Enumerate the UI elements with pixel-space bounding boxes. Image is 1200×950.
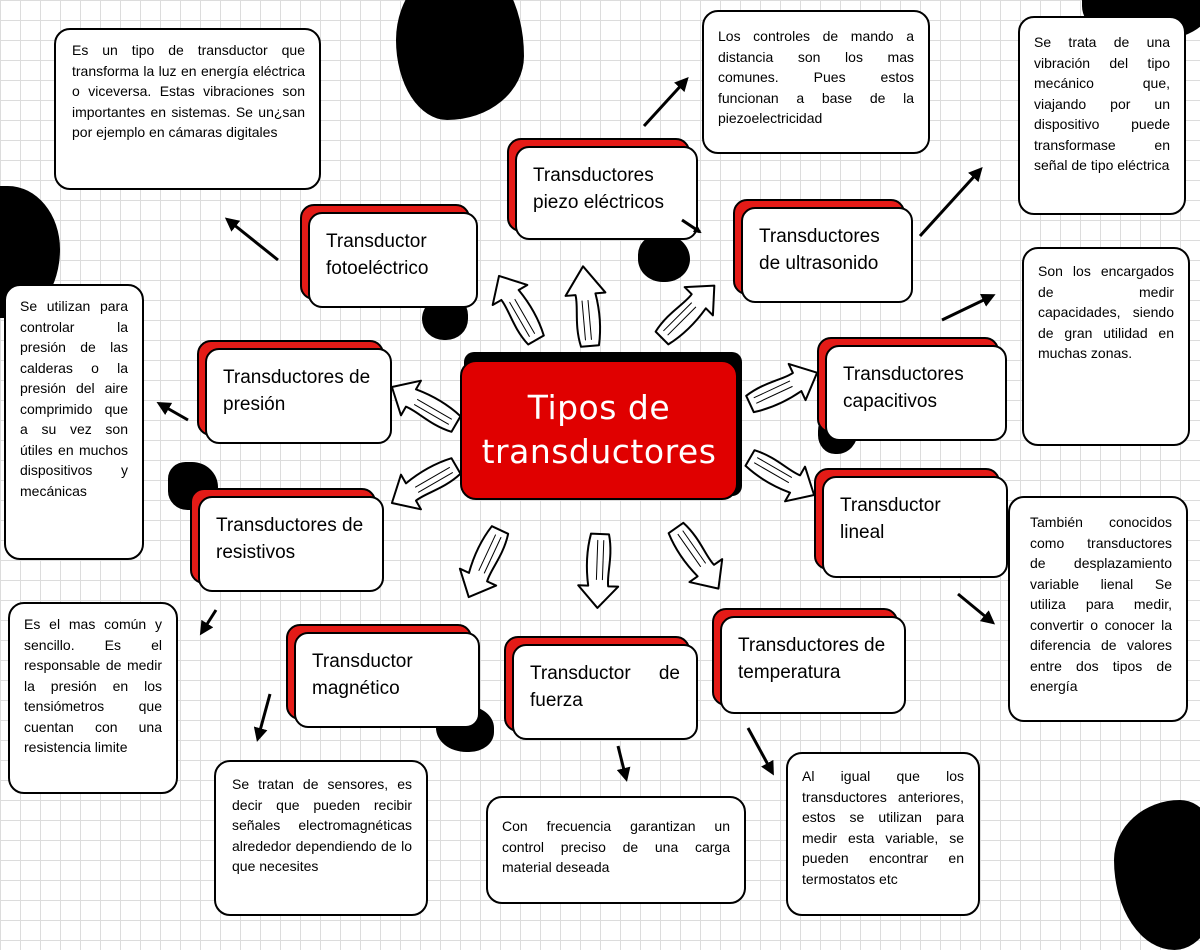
node-label: Transductores de ultrasonido	[741, 207, 913, 303]
curved-arrow-icon	[654, 284, 716, 346]
node-label: Transductor de fuerza	[512, 644, 698, 740]
arrow-capacitivos-desc	[941, 294, 996, 322]
central-topic: Tipos de transductores	[460, 352, 742, 500]
arrows-layer	[156, 77, 996, 782]
node-fotoelectrico: Transductor fotoeléctrico	[300, 204, 478, 308]
arrow-lineal-desc	[957, 592, 996, 625]
node-capacitivos: Transductores capacitivos	[817, 337, 1007, 441]
desc-magnetico: Se tratan de sensores, es decir que pued…	[214, 760, 428, 916]
arrow-magnetico-desc	[253, 693, 272, 742]
arrow-ultrasonido-desc	[918, 167, 983, 238]
node-label: Transductor fotoeléctrico	[308, 212, 478, 308]
curved-arrow-icon	[667, 521, 724, 590]
node-magnetico: Transductor magnético	[286, 624, 480, 728]
arrow-presion-desc	[156, 402, 189, 422]
desc-capacitivos: Son los encargados de medir capacidades,…	[1022, 247, 1190, 446]
node-label: Transductores de presión	[205, 348, 392, 444]
curved-arrow-icon	[744, 449, 816, 503]
arrow-piezo-desc	[642, 77, 689, 128]
node-label: Transductores de resistivos	[198, 496, 384, 592]
curved-arrow-icon	[390, 379, 462, 433]
curved-arrow-icon	[564, 265, 607, 348]
spot-top-center	[396, 0, 524, 120]
node-lineal: Transductor lineal	[814, 468, 1008, 578]
curved-arrow-icon	[577, 532, 620, 609]
curved-arrow-icon	[390, 457, 462, 511]
arrow-resistivos-desc	[199, 609, 218, 636]
arrow-fotoelectrico-desc	[224, 217, 279, 262]
desc-fotoelectrico: Es un tipo de transductor que transforma…	[54, 28, 321, 190]
desc-lineal: También conocidos como transductores de …	[1008, 496, 1188, 722]
desc-temperatura: Al igual que los transductores anteriore…	[786, 752, 980, 916]
node-label: Transductores capacitivos	[825, 345, 1007, 441]
curved-arrow-icon	[491, 274, 545, 346]
desc-fuerza: Con frecuencia garantizan un control pre…	[486, 796, 746, 904]
node-label: Transductor lineal	[822, 476, 1008, 578]
curved-arrow-icon	[458, 525, 510, 599]
arrow-temperatura-desc	[746, 727, 774, 776]
node-ultrasonido: Transductores de ultrasonido	[733, 199, 913, 303]
desc-resistivos: Es el mas común y sencillo. Es el respon…	[8, 602, 178, 794]
arrow-piezo-down	[681, 218, 702, 234]
node-temperatura: Transductores de temperatura	[712, 608, 906, 714]
node-label: Transductor magnético	[294, 632, 480, 728]
curved-arrow-icon	[745, 362, 819, 414]
node-label: Transductores de temperatura	[720, 616, 906, 714]
desc-piezo: Los controles de mando a distancia son l…	[702, 10, 930, 154]
central-title: Tipos de transductores	[481, 388, 717, 471]
node-presion: Transductores de presión	[197, 340, 392, 444]
desc-presion: Se utilizan para controlar la presión de…	[4, 284, 144, 560]
spot-small-piezo	[638, 234, 690, 282]
arrow-fuerza-desc	[616, 745, 631, 782]
node-label: Transductores piezo eléctricos	[515, 146, 698, 240]
node-piezo: Transductores piezo eléctricos	[507, 138, 698, 240]
node-fuerza: Transductor de fuerza	[504, 636, 698, 740]
node-resistivos: Transductores de resistivos	[190, 488, 384, 592]
desc-ultrasonido: Se trata de una vibración del tipo mecán…	[1018, 16, 1186, 215]
